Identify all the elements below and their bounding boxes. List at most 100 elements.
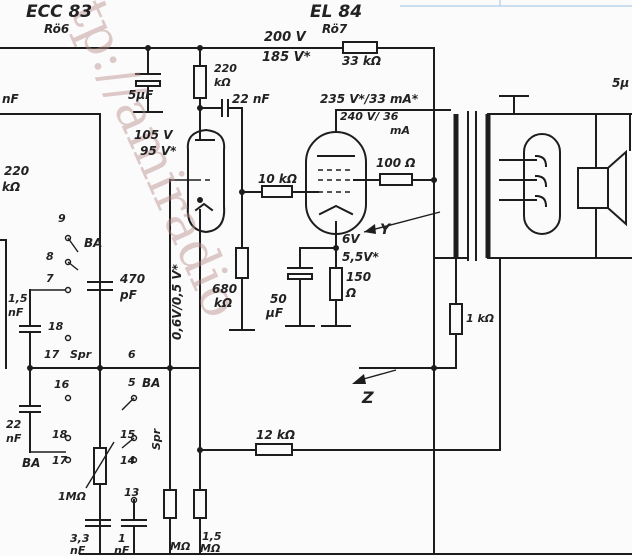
switch-pin-13: 13 [124,486,140,499]
label-1-5nf-b: nF [8,306,24,319]
label-470-a: 470 [120,272,146,286]
label-150-b: Ω [346,286,357,300]
node-z-label: Z [362,388,374,407]
switch-contact [64,258,72,266]
label-1m-pot: 1MΩ [58,490,86,503]
label-left-220: 220 [4,164,30,178]
switch-blade [121,437,135,449]
switch-pin-8: 8 [46,250,54,263]
switch-contact [64,334,72,342]
switch-contact [64,456,72,464]
switch-contact [64,434,72,442]
z-arrow-line [359,369,397,381]
potentiometer-wiper [85,441,115,489]
resistor-680k [235,247,249,279]
voltage-105v: 105 V [134,128,173,142]
voltage-185v: 185 V* [262,50,311,65]
junction-dot [431,365,437,371]
label-left-kohm: kΩ [2,180,21,194]
label-220k-a: 220 [214,62,237,75]
switch-pin-14: 14 [120,454,136,467]
switch-pin-17-b: 17 [52,454,68,467]
label-680-a: 680 [212,282,238,296]
speaker-tap-contacts [534,154,548,208]
voltage-5-5v: 5,5V* [342,250,379,264]
switch-label-spr-1: Spr [70,348,92,361]
node-y-label: Y [380,222,391,238]
label-10k: 10 kΩ [258,172,298,186]
switch-contact [64,234,72,242]
label-right-5u: 5µ [612,76,630,90]
junction-dot [97,365,103,371]
junction-dot [197,197,203,203]
switch-pin-7: 7 [46,272,54,285]
switch-pin-18-a: 18 [48,320,64,333]
z-arrow-head [352,374,366,384]
switch-contact [64,394,72,402]
voltage-6v: 6V [342,232,360,246]
voltage-grid-bias: 0,6V/0,5 V* [170,264,184,340]
switch-blade [121,397,135,411]
label-1nf-a: 1 [118,532,126,545]
el84-type-label: EL 84 [310,2,363,22]
voltage-95v: 95 V* [140,144,177,158]
switch-pin-18-b: 18 [52,428,68,441]
voltage-240v: 240 V/ 36 [340,110,399,123]
current-ma: mA [390,124,410,137]
label-3-3nf-a: 3,3 [70,532,90,545]
el84-cathode [318,204,354,216]
voltage-200v: 200 V [264,30,306,45]
label-1nf-b: nF [114,544,130,557]
label-1-5nf-a: 1,5 [8,292,28,305]
label-left-nf: nF [2,92,19,106]
switch-contact [130,394,138,402]
label-470-b: pF [120,288,137,302]
voltage-235v: 235 V*/33 mA* [320,92,419,106]
junction-dot [431,177,437,183]
switch-contact [130,434,138,442]
label-5uf: 5µF [128,88,154,102]
y-arrow-line [363,211,441,233]
label-1k: 1 kΩ [466,312,495,325]
label-bottom-mo: MΩ [170,540,191,553]
label-22nf-left-b: nF [6,432,22,445]
label-33k: 33 kΩ [342,54,382,68]
switch-pin-9: 9 [58,212,66,225]
switch-pin-17-a: 17 [44,348,60,361]
switch-label-ba-1: BA [84,236,103,250]
switch-pin-15: 15 [120,428,136,441]
switch-blade [67,261,79,271]
switch-label-spr-2: Spr [150,428,163,450]
label-1-5m-b: MΩ [200,542,221,555]
label-100-ohm: 100 Ω [376,156,416,170]
label-50-b: µF [266,306,284,320]
label-22nf-left-a: 22 [6,418,22,431]
switch-pin-6: 6 [128,348,136,361]
speaker-body [577,167,609,209]
y-arrow-head [364,224,376,234]
speaker-tap-switch [523,133,561,235]
ecc83-cathode [194,202,214,212]
label-1-5m-a: 1,5 [202,530,222,543]
junction-dot [167,365,173,371]
ecc83-ref-label: Rö6 [44,22,70,36]
speaker-cone [606,149,627,227]
label-3-3nf-b: nF [70,544,86,557]
label-12k: 12 kΩ [256,428,296,442]
label-220k-b: kΩ [214,76,231,89]
switch-contact [130,456,138,464]
switch-label-ba-2: BA [142,376,161,390]
switch-blade [67,237,79,253]
label-50-a: 50 [270,292,287,306]
label-150-a: 150 [346,270,372,284]
label-22nf: 22 nF [232,92,270,106]
ecc83-triode-envelope [186,128,226,234]
label-680-b: kΩ [214,296,233,310]
el84-ref-label: Rö7 [322,22,348,36]
switch-pin-16: 16 [54,378,70,391]
switch-pin-5: 5 [128,376,136,389]
switch-label-ba-3: BA [22,456,41,470]
